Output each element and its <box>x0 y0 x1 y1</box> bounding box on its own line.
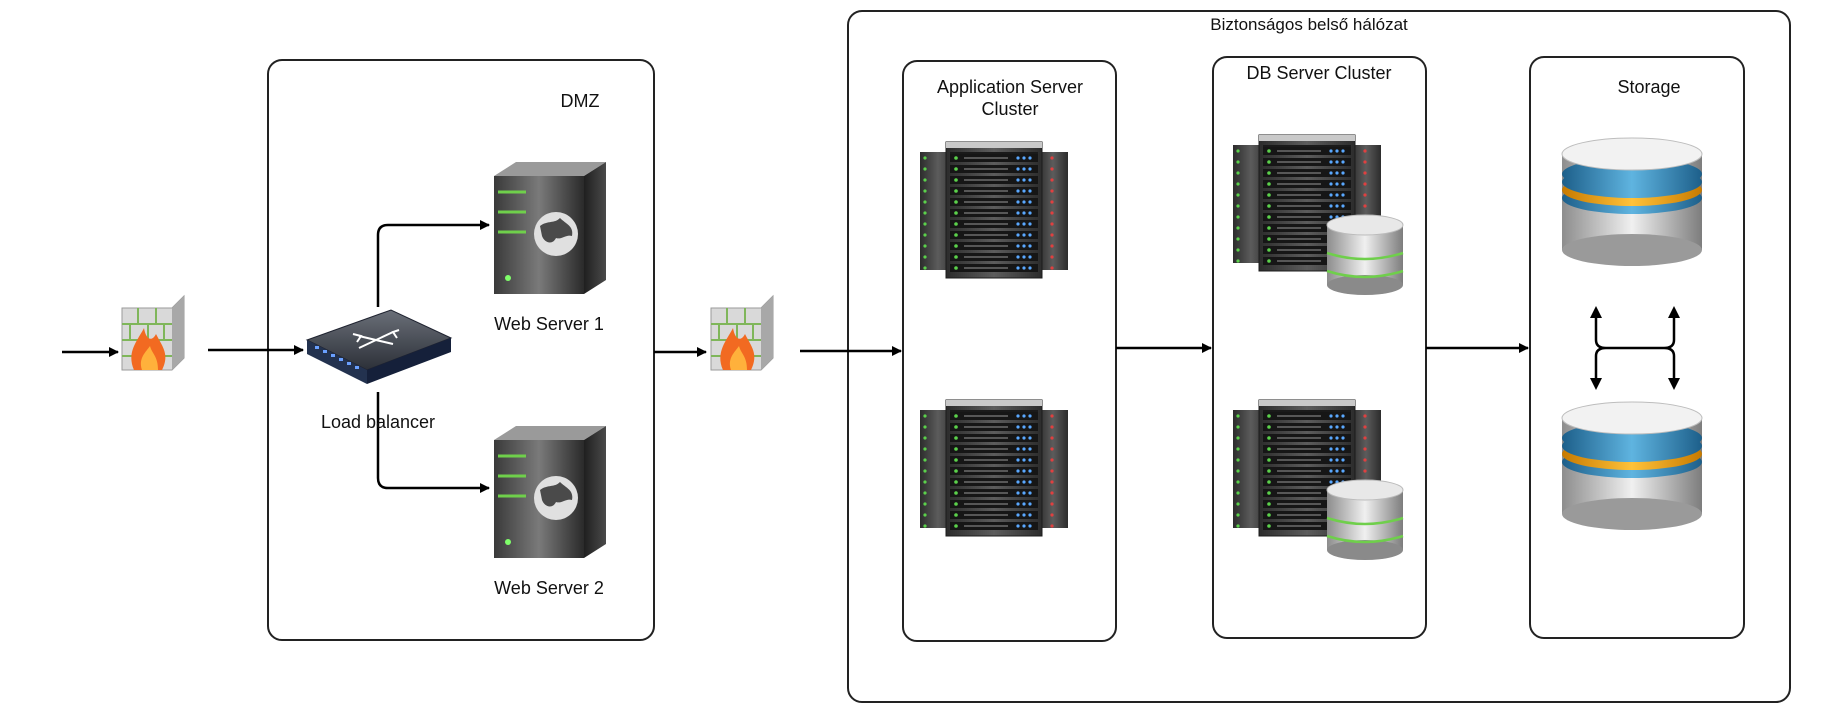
db-server-2-icon <box>1232 399 1405 562</box>
web-server-2-label: Web Server 2 <box>494 578 604 598</box>
web-server-1-label: Web Server 1 <box>494 314 604 334</box>
rack-slots <box>1236 147 1367 265</box>
load-balancer-switch-icon <box>305 309 453 384</box>
web-server-1-icon <box>492 160 608 296</box>
rack-slots <box>923 154 1054 272</box>
secure-network-label: Biztonságos belső hálózat <box>1210 15 1408 34</box>
storage-disk-1-icon <box>1561 137 1703 267</box>
connector-lb-to-web1 <box>376 220 490 307</box>
app-cluster-label-line1: Application Server <box>937 77 1083 97</box>
db-cluster-label: DB Server Cluster <box>1246 63 1391 83</box>
app-cluster-label-line2: Cluster <box>981 99 1038 119</box>
storage-zone <box>1529 56 1745 639</box>
rack-slots <box>923 412 1054 530</box>
firewall-icon <box>710 295 774 371</box>
web-server-2-icon <box>492 424 608 560</box>
rack-slots <box>1236 412 1367 530</box>
connector-lb-to-web2 <box>376 392 490 493</box>
app-server-rack-1-icon <box>919 141 1069 279</box>
app-server-rack-2-icon <box>919 399 1069 537</box>
firewall-icon <box>121 295 185 371</box>
storage-disk-2-icon <box>1561 401 1703 531</box>
connector-storage-replication <box>1594 315 1676 381</box>
db-server-1-icon <box>1232 134 1405 297</box>
storage-replication-arrowheads <box>1590 306 1680 390</box>
app-cluster-zone <box>902 60 1117 642</box>
storage-label: Storage <box>1617 77 1680 97</box>
load-balancer-label: Load balancer <box>321 412 435 432</box>
secure-network-zone <box>847 10 1791 703</box>
dmz-label: DMZ <box>561 91 600 111</box>
